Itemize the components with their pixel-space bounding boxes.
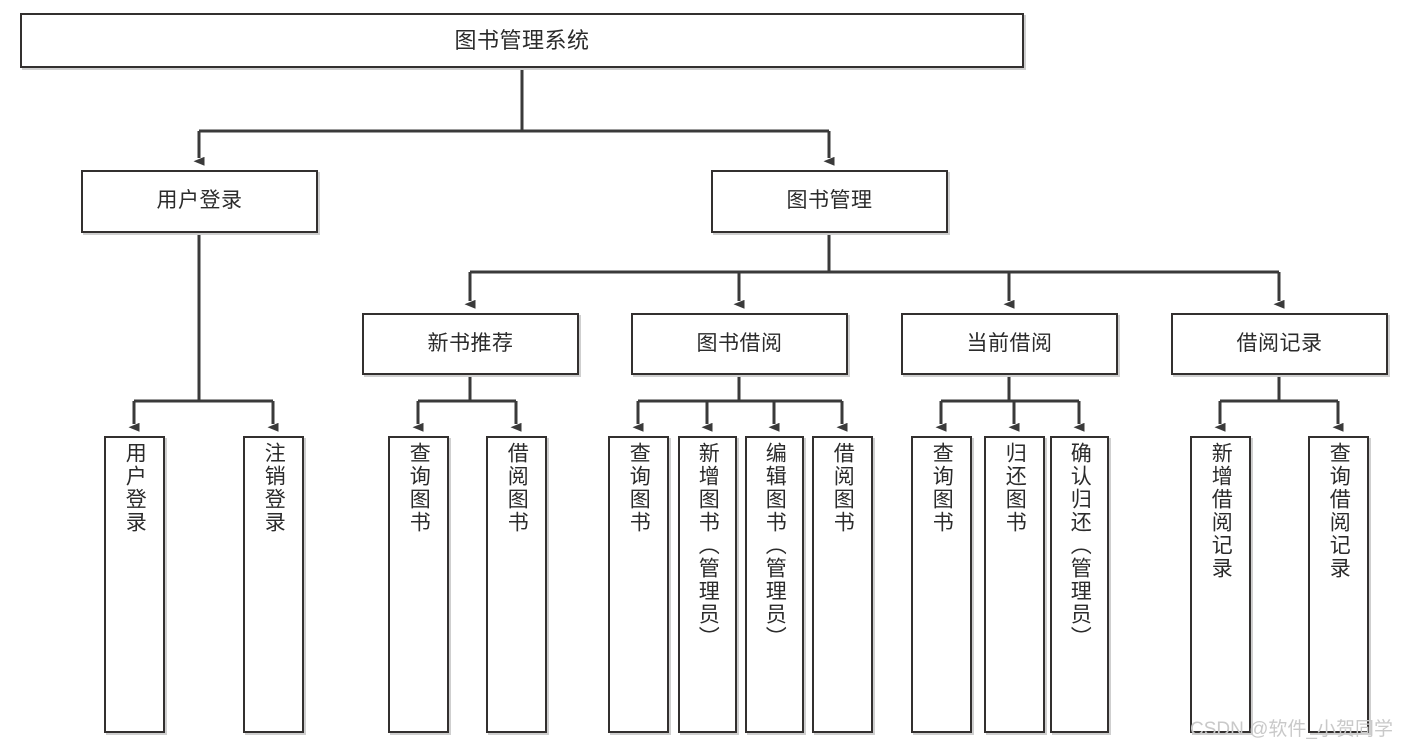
node-leaf-return-book[interactable]: 归还图书 — [984, 436, 1045, 733]
node-leaf-borrow-book-rec[interactable]: 借阅图书 — [486, 436, 547, 733]
node-label: 图书借阅 — [696, 331, 783, 355]
node-label: 新增图书（管理员） — [696, 442, 720, 649]
node-user-login[interactable]: 用户登录 — [81, 170, 318, 233]
node-leaf-query-book-cur[interactable]: 查询图书 — [911, 436, 972, 733]
node-label: 借阅图书 — [505, 442, 529, 534]
node-leaf-query-book-rec[interactable]: 查询图书 — [388, 436, 449, 733]
node-label: 用户登录 — [156, 189, 243, 213]
node-label: 编辑图书（管理员） — [763, 442, 787, 649]
node-new-book-rec[interactable]: 新书推荐 — [362, 313, 579, 375]
node-label: 查询图书 — [930, 442, 954, 534]
node-leaf-confirm-return[interactable]: 确认归还（管理员） — [1050, 436, 1109, 733]
node-book-manage[interactable]: 图书管理 — [711, 170, 948, 233]
node-label: 查询图书 — [407, 442, 431, 534]
node-label: 新书推荐 — [427, 331, 514, 355]
node-label: 用户登录 — [123, 442, 147, 534]
node-label: 归还图书 — [1003, 442, 1027, 534]
node-leaf-query-book[interactable]: 查询图书 — [608, 436, 669, 733]
node-leaf-query-record[interactable]: 查询借阅记录 — [1308, 436, 1369, 733]
node-label: 查询图书 — [627, 442, 651, 534]
node-leaf-logout[interactable]: 注销登录 — [243, 436, 304, 733]
node-label: 图书管理 — [786, 189, 873, 213]
node-label: 新增借阅记录 — [1209, 442, 1233, 580]
node-label: 注销登录 — [262, 442, 286, 534]
node-label: 查询借阅记录 — [1327, 442, 1351, 580]
node-current-borrow[interactable]: 当前借阅 — [901, 313, 1118, 375]
node-leaf-edit-book[interactable]: 编辑图书（管理员） — [745, 436, 804, 733]
node-label: 确认归还（管理员） — [1068, 442, 1092, 649]
node-leaf-user-login[interactable]: 用户登录 — [104, 436, 165, 733]
node-label: 借阅图书 — [831, 442, 855, 534]
node-book-borrow[interactable]: 图书借阅 — [631, 313, 848, 375]
node-borrow-record[interactable]: 借阅记录 — [1171, 313, 1388, 375]
watermark-csdn: CSDN @软件_小贺同学 — [1190, 719, 1393, 740]
node-leaf-add-record[interactable]: 新增借阅记录 — [1190, 436, 1251, 733]
node-label: 图书管理系统 — [454, 27, 590, 53]
node-label: 当前借阅 — [966, 331, 1053, 355]
node-label: 借阅记录 — [1236, 331, 1323, 355]
node-leaf-add-book[interactable]: 新增图书（管理员） — [678, 436, 737, 733]
node-root[interactable]: 图书管理系统 — [20, 13, 1024, 68]
node-leaf-borrow-book[interactable]: 借阅图书 — [812, 436, 873, 733]
